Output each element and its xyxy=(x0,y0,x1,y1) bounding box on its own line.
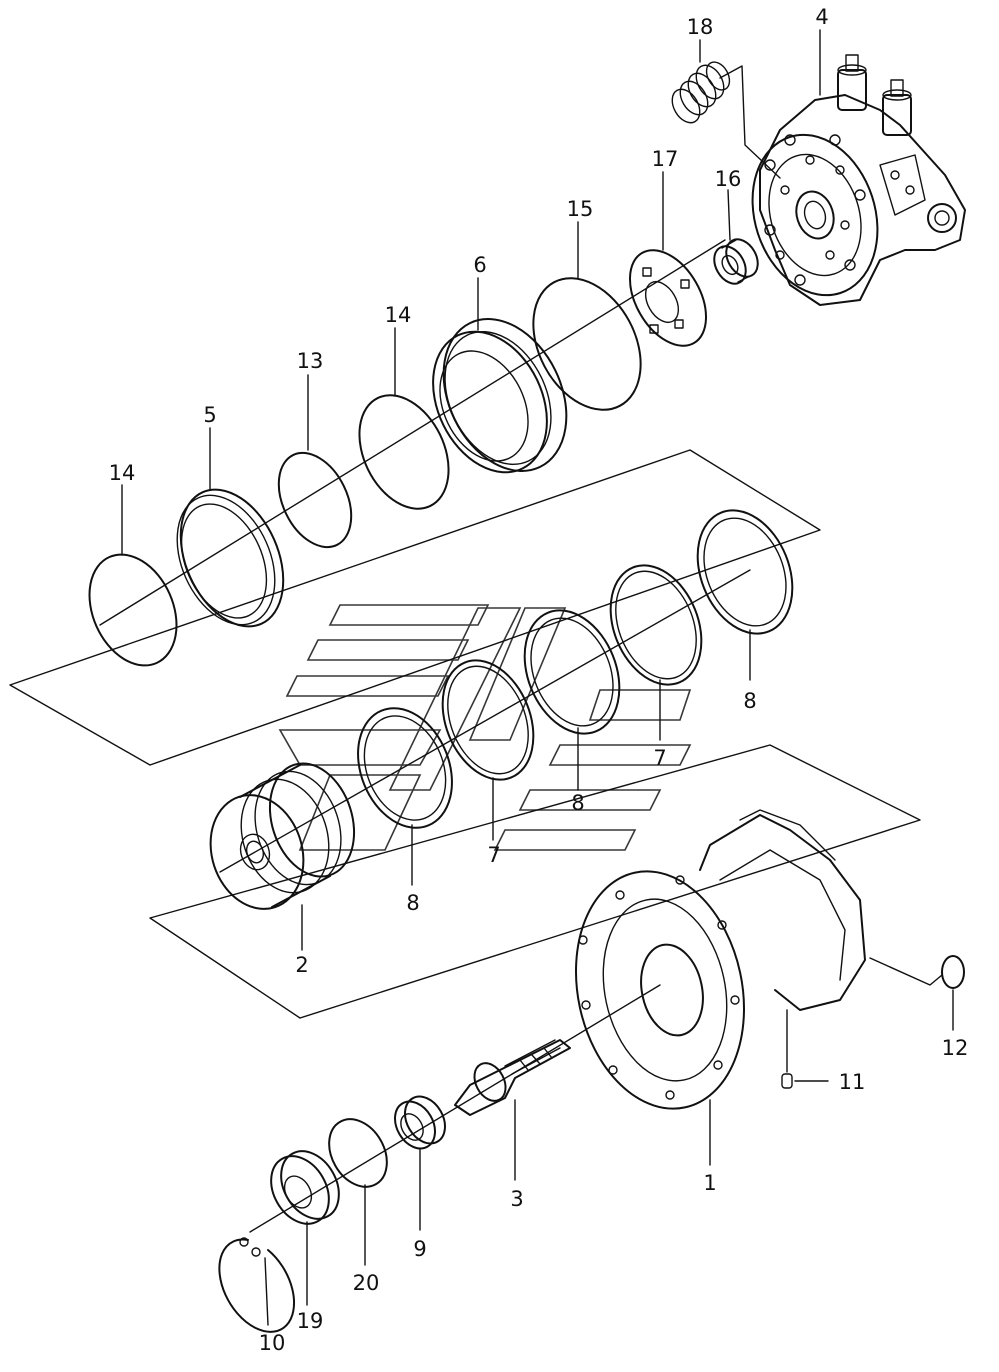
part-18-spring xyxy=(671,61,731,124)
part-8-disc-right xyxy=(696,509,794,635)
part-4-motor-housing xyxy=(751,54,966,306)
label-part-7-right: 7 xyxy=(653,746,666,770)
axis-line-middle xyxy=(219,569,751,873)
label-part-12: 12 xyxy=(942,1036,969,1060)
label-part-7-middle: 7 xyxy=(487,843,500,867)
label-part-3: 3 xyxy=(510,1187,523,1211)
part-19-seal xyxy=(270,1150,340,1225)
label-part-14-upper: 14 xyxy=(385,303,412,327)
label-part-8-middle: 8 xyxy=(571,791,584,815)
part-9-bearing xyxy=(394,1095,446,1150)
part-10-snap-ring xyxy=(218,1237,296,1333)
label-part-19: 19 xyxy=(297,1309,324,1333)
part-8-disc-middle xyxy=(523,609,621,735)
part-6-piston xyxy=(432,318,568,474)
label-part-15: 15 xyxy=(567,197,594,221)
label-part-5: 5 xyxy=(203,403,216,427)
part-16-bearing xyxy=(713,238,759,285)
part-12-snap-ring xyxy=(941,955,965,989)
label-part-4: 4 xyxy=(815,5,828,29)
part-5-ring xyxy=(176,488,285,628)
label-part-14-lower: 14 xyxy=(109,461,136,485)
part-15-o-ring xyxy=(532,277,642,411)
label-part-1: 1 xyxy=(703,1171,716,1195)
part-11-bolt xyxy=(781,1009,829,1089)
part-7-plate-right xyxy=(609,564,703,686)
label-part-18: 18 xyxy=(687,15,714,39)
part-17-plate xyxy=(629,249,707,347)
part-3-shaft xyxy=(454,1039,571,1116)
label-part-11: 11 xyxy=(839,1070,866,1094)
axis-line-upper xyxy=(99,239,726,626)
part-7-plate-middle xyxy=(441,659,535,781)
label-part-8-right: 8 xyxy=(743,689,756,713)
label-part-16: 16 xyxy=(715,167,742,191)
leader-12 xyxy=(869,957,943,986)
part-20-o-ring xyxy=(328,1118,388,1188)
axis-line-lower xyxy=(249,984,661,1233)
label-part-20: 20 xyxy=(353,1271,380,1295)
part-labels: 18 4 16 17 15 6 14 13 5 14 8 7 8 7 8 2 1… xyxy=(109,5,969,1355)
watermark-logo xyxy=(278,604,692,851)
label-part-13: 13 xyxy=(297,349,324,373)
label-part-2: 2 xyxy=(295,953,308,977)
part-14-o-ring-lower xyxy=(88,553,178,667)
leader-lines xyxy=(121,29,954,1326)
label-part-17: 17 xyxy=(652,147,679,171)
group-frame-lower xyxy=(149,744,921,1019)
part-2-clutch-hub xyxy=(209,762,356,910)
label-part-9: 9 xyxy=(413,1237,426,1261)
label-part-6: 6 xyxy=(473,253,486,277)
label-part-8-left: 8 xyxy=(406,891,419,915)
group-frame-upper xyxy=(9,449,821,766)
part-13-o-ring xyxy=(277,451,353,549)
part-14-o-ring-upper xyxy=(358,394,450,510)
part-1-housing xyxy=(575,809,866,1110)
part-8-disc-left xyxy=(357,707,453,829)
label-part-10: 10 xyxy=(259,1331,286,1355)
